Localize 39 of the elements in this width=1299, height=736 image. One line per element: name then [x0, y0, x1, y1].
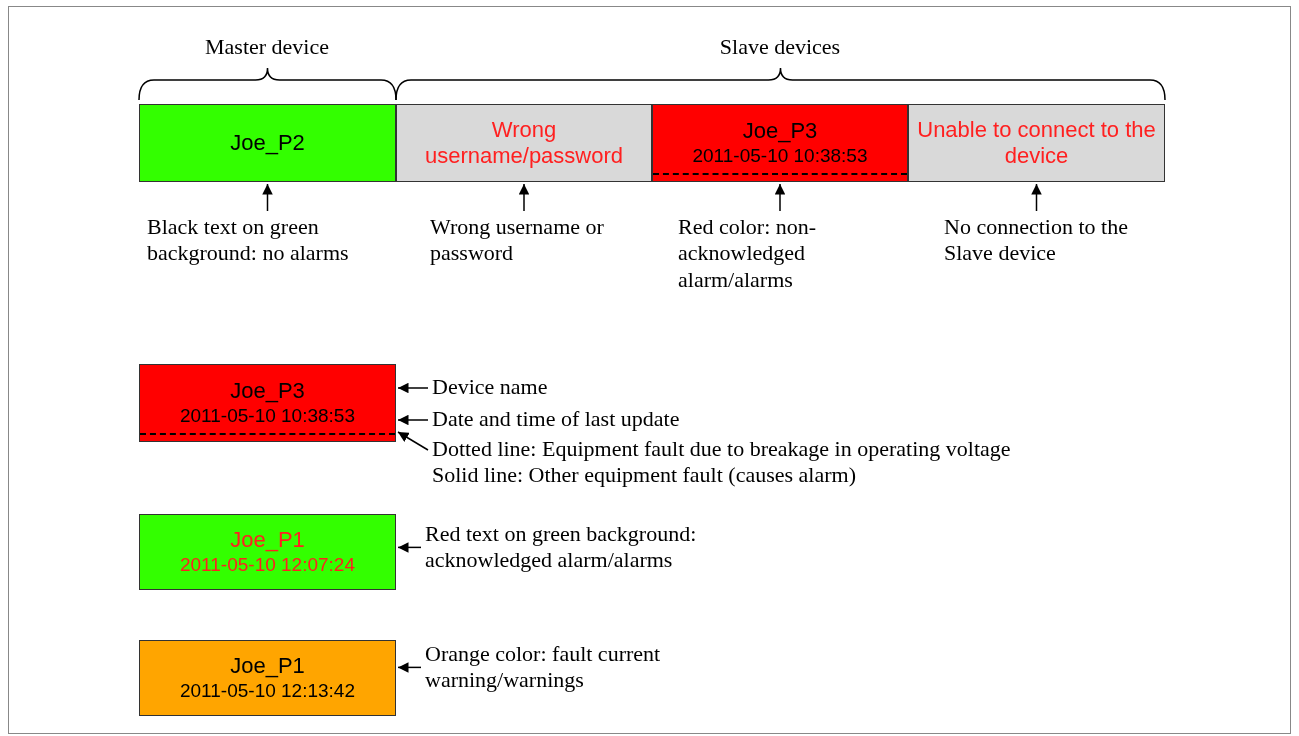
timestamp: 2011-05-10 10:38:53 [180, 404, 355, 428]
status-text: Unable to connect to the device [916, 116, 1157, 170]
status-box [652, 104, 908, 182]
annotation-text: Solid line: Other equipment fault (causes alarm) [432, 462, 857, 489]
arrow [397, 431, 429, 451]
status-text: Joe_P3 [742, 118, 818, 145]
annotation-text: Dotted line: Equipment fault due to breakage in operating voltage [432, 436, 1012, 463]
status-box [139, 640, 396, 716]
annotation-text: Orange color: fault current warning/warnings [425, 641, 745, 694]
timestamp: 2011-05-10 12:13:42 [180, 679, 355, 703]
timestamp: 2011-05-10 10:38:53 [692, 144, 868, 168]
annotation-text: Date and time of last update [432, 406, 832, 433]
status-text: Joe_P3 [230, 378, 305, 405]
status-box [396, 104, 652, 182]
status-box [139, 364, 396, 442]
timestamp: 2011-05-10 12:07:24 [180, 553, 355, 577]
group-label: Master device [205, 34, 329, 60]
arrow [397, 662, 422, 673]
arrow [397, 542, 422, 553]
arrow [518, 183, 530, 212]
group-label: Slave devices [719, 34, 841, 60]
status-box [139, 514, 396, 590]
status-text: Joe_P1 [230, 653, 305, 680]
status-text: Joe_P1 [230, 527, 305, 554]
annotation-text: Red color: non-acknowledged alarm/alarms [678, 214, 878, 294]
arrow [1031, 183, 1042, 212]
annotation-text: No connection to the Slave device [944, 214, 1144, 267]
annotation-text: Device name [432, 374, 832, 401]
status-box [908, 104, 1165, 182]
arrow [774, 183, 786, 212]
arrow [397, 414, 429, 426]
arrow [262, 183, 273, 212]
status-box [139, 104, 396, 182]
annotation-text: Red text on green background: acknowledged alarm/alarms [425, 521, 785, 574]
annotation-text: Black text on green background: no alarms [147, 214, 407, 267]
status-text: Joe_P2 [230, 129, 305, 157]
status-text: Wrong username/password [423, 116, 625, 170]
arrow [397, 382, 429, 394]
annotation-text: Wrong username or password [430, 214, 630, 267]
